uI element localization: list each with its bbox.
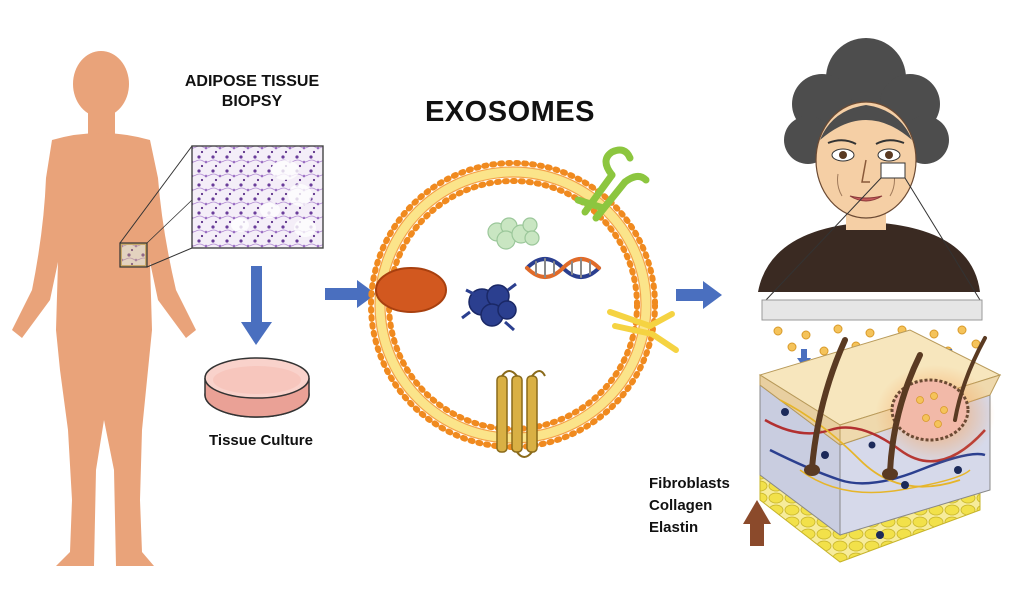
adipose-biopsy-label-line2: BIOPSY xyxy=(221,93,283,110)
skin-cross-section-icon xyxy=(758,329,1002,563)
dna-helix-icon xyxy=(525,257,601,279)
membrane-protein-icon xyxy=(375,267,447,313)
fibroblasts-label: Fibroblasts xyxy=(649,475,730,492)
rna-cluster-icon xyxy=(461,282,517,332)
down-arrow xyxy=(241,266,272,345)
human-silhouette-icon xyxy=(12,51,196,566)
skin-effects-label: Fibroblasts Collagen Elastin xyxy=(649,473,730,539)
tissue-culture-label: Tissue Culture xyxy=(209,432,313,449)
y-receptor-icon xyxy=(607,309,679,353)
petri-dish-icon xyxy=(204,357,310,418)
up-arrow-icon xyxy=(743,500,771,546)
transmembrane-protein-icon xyxy=(496,370,546,458)
biopsy-zoom xyxy=(119,145,324,268)
elderly-woman-icon xyxy=(758,38,980,292)
arrow-to-skin xyxy=(676,281,722,309)
adipose-biopsy-label-line1: ADIPOSE TISSUE xyxy=(184,73,320,90)
arrow-to-exosome xyxy=(325,280,376,308)
protein-cargo-icon xyxy=(487,217,540,250)
exosomes-title: EXOSOMES xyxy=(425,96,595,128)
adipose-biopsy-label: ADIPOSE TISSUE BIOPSY xyxy=(168,72,336,112)
exosome-patch xyxy=(761,299,983,321)
receptor-icon xyxy=(574,146,650,222)
collagen-label: Collagen xyxy=(649,497,713,514)
elastin-label: Elastin xyxy=(649,519,699,536)
